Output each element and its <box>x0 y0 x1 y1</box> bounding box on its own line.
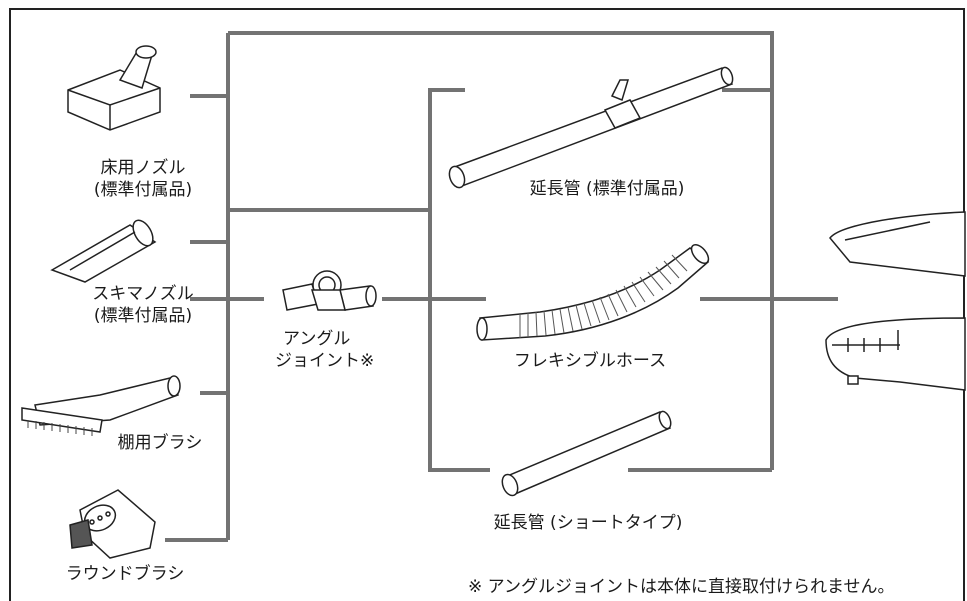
angle-joint-label: アングル ジョイント※ <box>275 328 385 372</box>
crevice-nozzle-name: スキマノズル <box>92 284 194 304</box>
extension-pipe-standard-label: 延長管 (標準付属品) <box>497 178 717 200</box>
extension-pipe-short-name: 延長管 (ショートタイプ) <box>493 513 683 533</box>
crevice-nozzle-label: スキマノズル (標準付属品) <box>78 283 208 327</box>
extension-pipe-standard-image <box>448 66 734 189</box>
diagram-frame <box>9 8 965 601</box>
round-brush-label: ラウンドブラシ <box>60 563 190 585</box>
angle-joint-name-2: ジョイント※ <box>275 351 375 371</box>
floor-nozzle-image <box>67 45 161 131</box>
round-brush-name: ラウンドブラシ <box>65 564 185 584</box>
extension-pipe-short-image <box>501 410 672 497</box>
angle-joint-image <box>282 270 377 311</box>
shelf-brush-image <box>21 375 181 436</box>
inner-trunk-line <box>428 88 490 472</box>
connector-lines <box>165 31 838 542</box>
flexible-hose-name: フレキシブルホース <box>513 351 667 371</box>
crevice-nozzle-image <box>50 219 157 283</box>
shelf-brush-name: 棚用ブラシ <box>117 433 203 453</box>
extension-pipe-short-label: 延長管 (ショートタイプ) <box>478 512 698 534</box>
floor-nozzle-note: (標準付属品) <box>93 180 193 200</box>
flexible-hose-image <box>476 243 710 341</box>
top-right-line <box>228 31 774 470</box>
extension-pipe-standard-name: 延長管 (標準付属品) <box>529 179 685 199</box>
flexible-hose-label: フレキシブルホース <box>505 350 675 372</box>
crevice-nozzle-note: (標準付属品) <box>93 306 193 326</box>
shelf-brush-label: 棚用ブラシ <box>105 432 215 454</box>
round-brush-image <box>69 489 156 559</box>
footnote: ※ アングルジョイントは本体に直接取付けられません。 <box>468 577 895 597</box>
vacuum-body-image <box>825 211 966 391</box>
floor-nozzle-label: 床用ノズル (標準付属品) <box>78 157 208 201</box>
floor-nozzle-name: 床用ノズル <box>100 158 186 178</box>
angle-joint-name-1: アングル <box>283 329 351 349</box>
